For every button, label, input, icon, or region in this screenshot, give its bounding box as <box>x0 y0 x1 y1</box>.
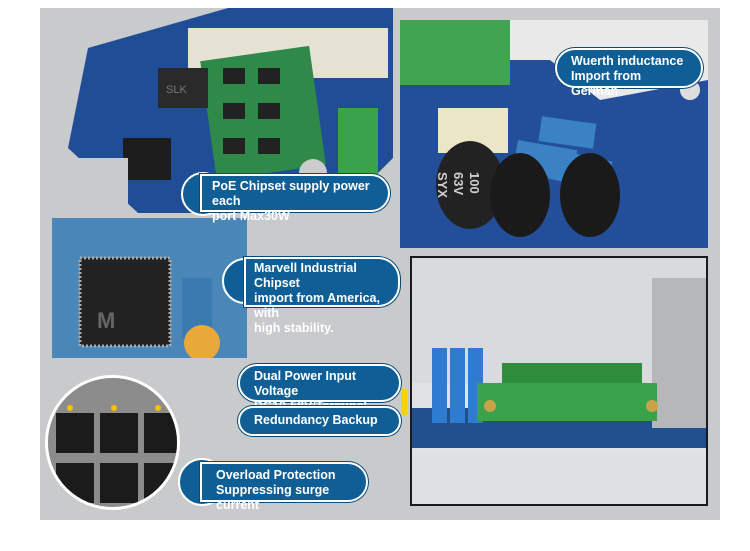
overload-callout-line-1: Overload Protection <box>216 468 336 482</box>
capacitor-label-2: 63V <box>451 172 466 195</box>
overload-callout-line-2: Suppressing surge current <box>216 483 330 512</box>
marvell-callout-line-2: import from America, with <box>254 291 380 320</box>
svg-text:M: M <box>97 308 115 333</box>
wuerth-callout: Wuerth inductance Import from German <box>555 48 703 98</box>
wuerth-callout-line-2: Import from German <box>571 69 642 98</box>
overload-callout: Overload Protection Suppressing surge cu… <box>200 462 368 512</box>
bracket-connector <box>401 388 407 416</box>
redundancy-callout-line-1: Redundancy Backup <box>254 413 378 427</box>
rj45-ports-photo <box>45 375 180 510</box>
marvell-chip-photo: M <box>52 218 247 358</box>
poe-callout: PoE Chipset supply power each port Max30… <box>200 174 390 223</box>
marvell-callout-line-1: Marvell Industrial Chipset <box>254 261 357 290</box>
marvell-callout: Marvell Industrial Chipset import from A… <box>244 257 400 335</box>
poe-board-photo: SLK <box>58 8 393 213</box>
capacitor-label-3: SYX <box>435 172 450 198</box>
wuerth-callout-line-1: Wuerth inductance <box>571 54 684 68</box>
redundancy-callout: Redundancy Backup <box>238 406 401 436</box>
power-callout-line-1: Dual Power Input Voltage <box>254 369 357 398</box>
terminal-block-photo <box>410 256 708 506</box>
inductance-photo: 100 63V SYX <box>400 20 708 248</box>
marvell-callout-line-3: high stability. <box>254 321 334 335</box>
power-callout: Dual Power Input Voltage DC10-58V/Termin… <box>238 364 401 428</box>
chip-label: SLK <box>166 84 187 96</box>
poe-callout-line-1: PoE Chipset supply power each <box>212 179 370 208</box>
capacitor-label-1: 100 <box>467 172 482 194</box>
poe-callout-line-2: port Max30W <box>212 209 290 223</box>
